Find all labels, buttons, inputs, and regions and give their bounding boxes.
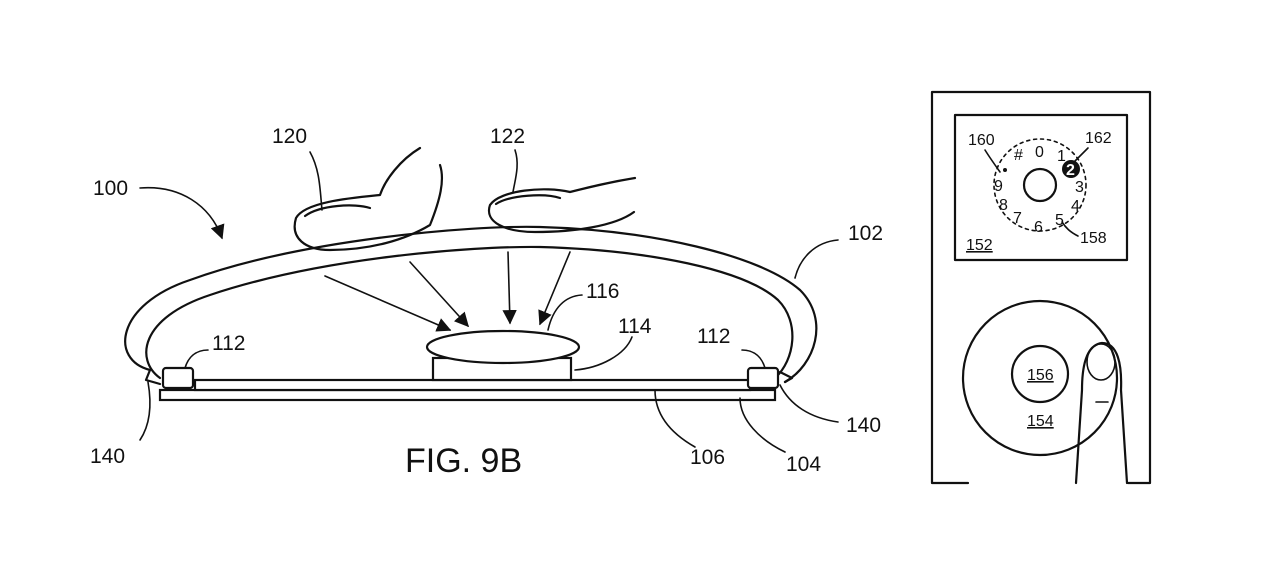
leader-160 xyxy=(984,149,1001,173)
label-162: 162 xyxy=(1085,130,1112,147)
label-122: 122 xyxy=(490,125,525,148)
dial-digit-8: 8 xyxy=(999,197,1008,214)
label-106: 106 xyxy=(690,446,725,469)
label-140-left: 140 xyxy=(90,445,125,468)
right-foot xyxy=(746,366,780,390)
label-102: 102 xyxy=(848,222,883,245)
dial-digit-hash: # xyxy=(1014,147,1023,164)
leader-140-right xyxy=(779,384,839,423)
dial-ring xyxy=(993,138,1087,232)
dial-digit-3: 3 xyxy=(1075,179,1084,196)
dial-cursor-dot xyxy=(1003,168,1007,172)
label-140-right: 140 xyxy=(846,414,881,437)
dial-digit-1: 1 xyxy=(1057,148,1066,165)
arrow-1 xyxy=(324,275,452,332)
dial-selected-marker xyxy=(1062,160,1080,178)
finger-left-nail xyxy=(303,204,372,218)
label-112-right: 112 xyxy=(697,325,730,348)
device-side-view: 100 120 122 102 116 114 112 112 140 140 … xyxy=(90,125,883,480)
dial-digit-9: 9 xyxy=(994,178,1003,195)
left-lip xyxy=(144,368,162,386)
dial-digit-0: 0 xyxy=(1035,144,1044,161)
player-screen xyxy=(953,113,1129,262)
dial-selected-digit: 2 xyxy=(1066,162,1075,179)
dial-digit-5: 5 xyxy=(1055,212,1064,229)
thumb xyxy=(1074,341,1129,485)
leader-114 xyxy=(574,336,633,371)
arrow-3 xyxy=(502,251,517,325)
finger-left xyxy=(293,146,444,252)
label-104: 104 xyxy=(786,453,821,476)
media-player: 2 0 1 3 4 5 6 7 8 9 # 160 162 152 158 15… xyxy=(930,90,1152,485)
base-plate xyxy=(158,388,777,402)
leader-100 xyxy=(139,186,225,240)
label-116: 116 xyxy=(586,280,619,303)
arrow-2 xyxy=(409,261,469,328)
dial-hub xyxy=(1022,167,1058,203)
leader-112-right xyxy=(741,349,766,369)
label-114: 114 xyxy=(618,315,652,338)
arrow-4 xyxy=(538,251,571,326)
housing-inner xyxy=(145,245,794,380)
label-158: 158 xyxy=(1080,230,1107,247)
label-112-left: 112 xyxy=(212,332,245,355)
label-160: 160 xyxy=(968,132,995,149)
label-120: 120 xyxy=(272,125,307,148)
leader-122 xyxy=(512,149,518,193)
switch-dome xyxy=(425,329,581,365)
leader-102 xyxy=(794,239,839,279)
dial-digit-7: 7 xyxy=(1013,210,1022,227)
label-152: 152 xyxy=(966,237,993,254)
label-100: 100 xyxy=(93,177,128,200)
leader-116 xyxy=(547,294,583,331)
leader-158 xyxy=(1061,221,1079,237)
leader-162 xyxy=(1073,147,1089,163)
finger-right xyxy=(487,176,637,234)
circuit-board xyxy=(193,378,752,392)
label-156: 156 xyxy=(1027,367,1054,384)
click-wheel xyxy=(961,299,1119,457)
finger-right-nail xyxy=(494,194,562,206)
thumb-nail xyxy=(1086,343,1116,381)
dial-digit-6: 6 xyxy=(1034,219,1043,236)
figure-caption: FIG. 9B xyxy=(405,442,522,480)
leader-112-left xyxy=(184,349,209,369)
leader-140-left xyxy=(139,381,151,441)
dial-digit-4: 4 xyxy=(1071,198,1080,215)
left-foot xyxy=(161,366,195,390)
leader-106 xyxy=(654,389,696,448)
leader-104 xyxy=(739,397,786,453)
player-body xyxy=(930,90,1152,485)
housing-shell xyxy=(124,225,818,384)
right-lip xyxy=(778,370,794,384)
center-button xyxy=(1010,344,1070,404)
leader-120 xyxy=(309,151,323,211)
label-154: 154 xyxy=(1027,413,1054,430)
